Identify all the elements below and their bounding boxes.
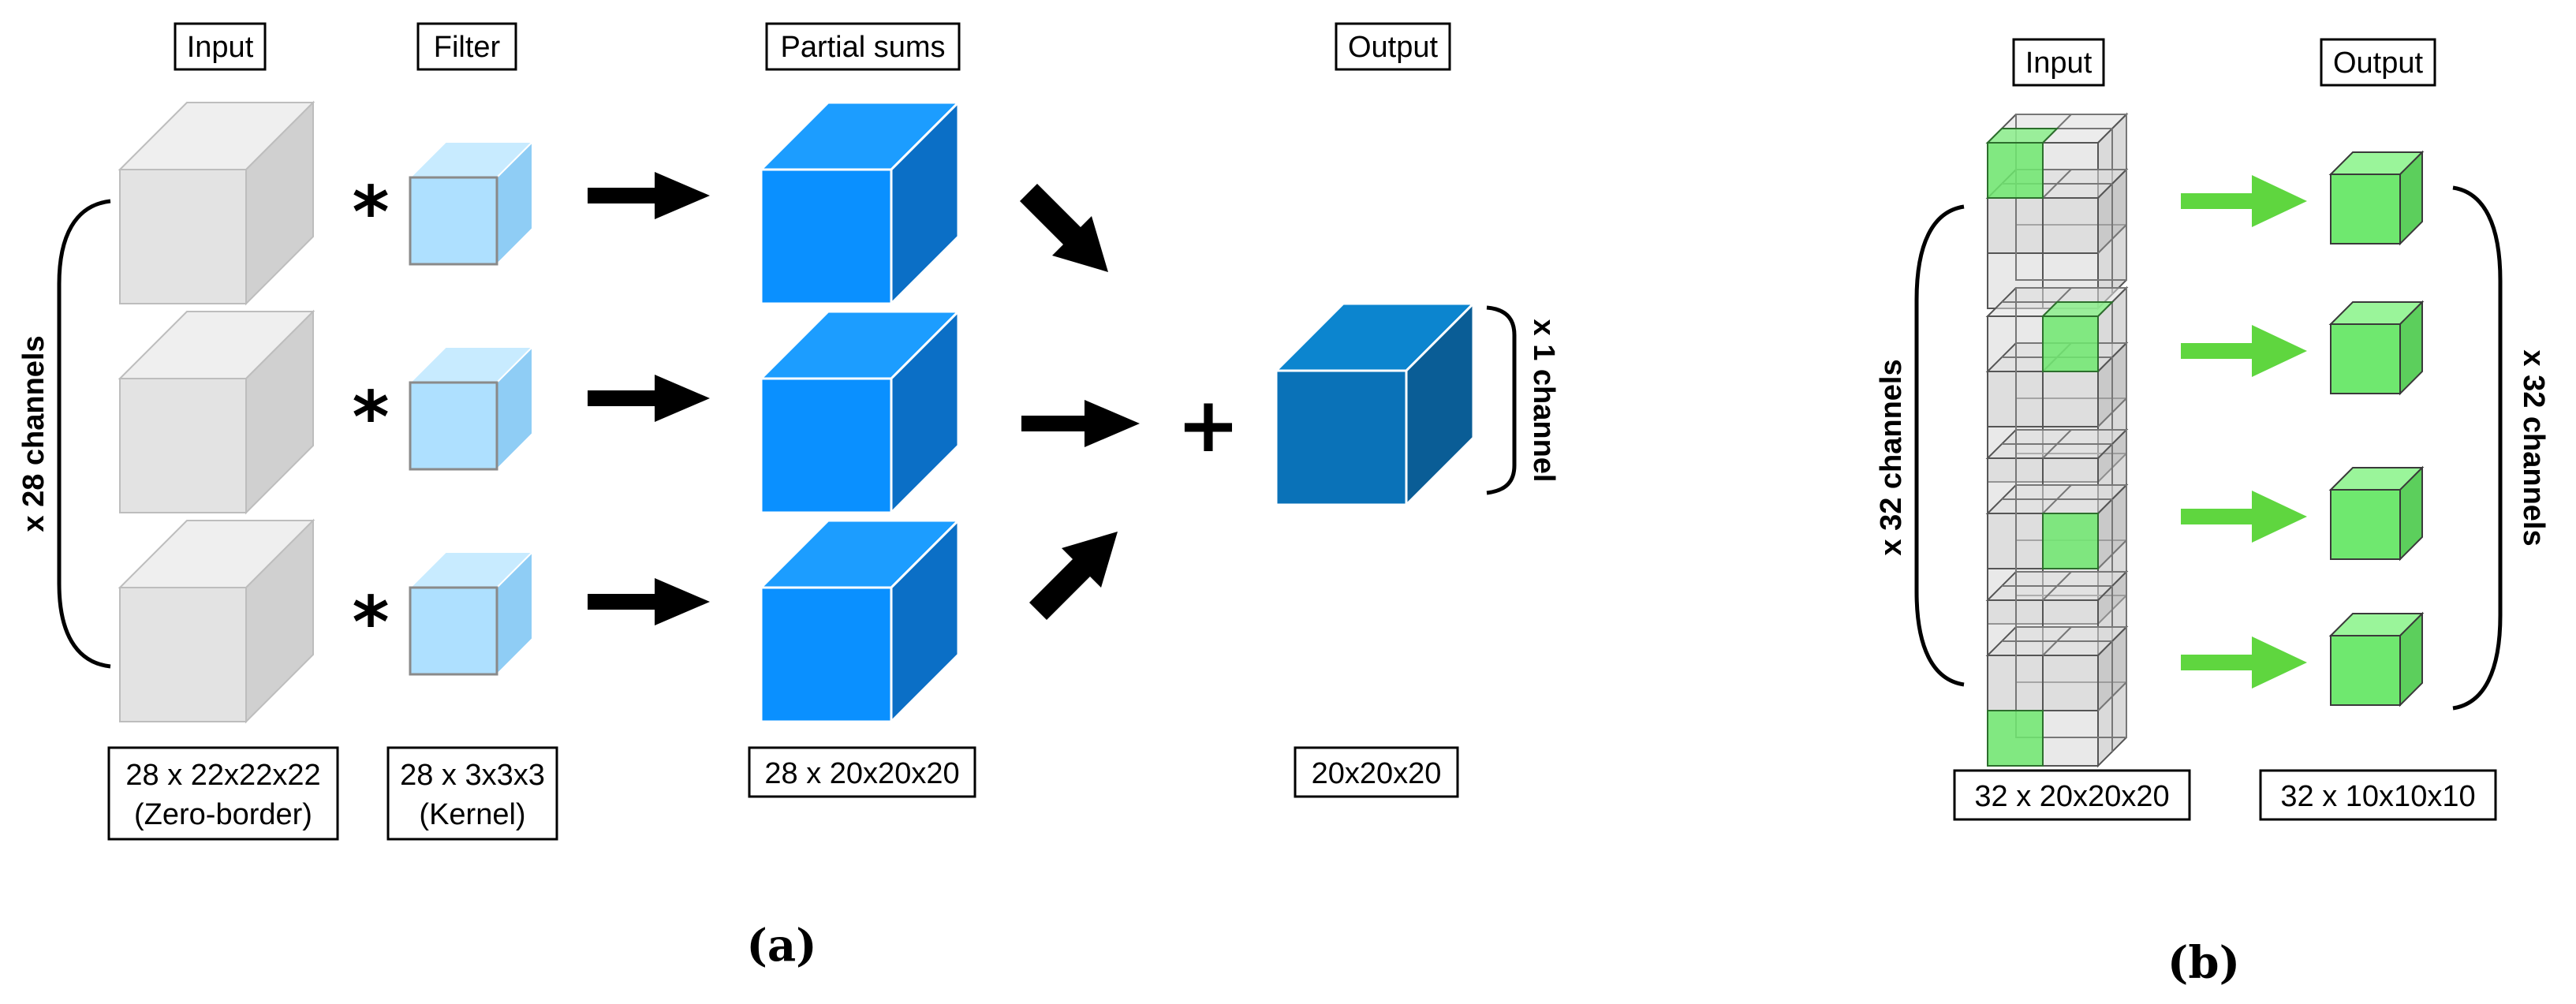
green-arrow xyxy=(2181,325,2307,377)
arrow-down-right xyxy=(1020,184,1108,272)
arrow-right xyxy=(588,172,710,219)
arrow-up-right xyxy=(1029,532,1118,620)
brace-right-b xyxy=(2452,185,2503,711)
label-partial-dims: 28 x 20x20x20 xyxy=(748,746,976,798)
label-x28-channels: x 28 channels xyxy=(17,335,50,532)
svg-text:32 x 10x10x10: 32 x 10x10x10 xyxy=(2280,780,2475,813)
svg-text:28 x 20x20x20: 28 x 20x20x20 xyxy=(764,757,959,790)
partial-sum-cube xyxy=(760,310,960,514)
svg-text:Output: Output xyxy=(1348,31,1439,64)
header-partial-sums: Partial sums xyxy=(765,22,961,71)
label-x32-channels-right: x 32 channels xyxy=(2517,349,2550,546)
input-block-4 xyxy=(1987,571,2127,767)
arrow-right xyxy=(588,375,710,422)
svg-text:Input: Input xyxy=(187,31,254,64)
green-arrow xyxy=(2181,636,2307,689)
brace-right-a xyxy=(1486,305,1517,495)
partial-sum-cube xyxy=(760,519,960,723)
header-output-a: Output xyxy=(1335,22,1451,71)
input-block-1 xyxy=(1985,114,2127,309)
input-cube xyxy=(119,102,314,304)
filter-cube xyxy=(409,140,534,266)
partial-sum-cube xyxy=(760,101,960,305)
input-block-3 xyxy=(1987,429,2127,625)
caption-a: (a) xyxy=(746,920,816,972)
svg-text:28 x 22x22x22: 28 x 22x22x22 xyxy=(125,759,320,792)
header-input-a: Input xyxy=(174,22,267,71)
svg-text:(Kernel): (Kernel) xyxy=(419,798,525,831)
green-arrow xyxy=(2181,491,2307,543)
output-cube-green xyxy=(2330,467,2423,560)
input-block-2 xyxy=(1987,287,2127,483)
svg-text:Partial sums: Partial sums xyxy=(780,31,945,64)
convolution-operator: * xyxy=(352,581,389,664)
label-x1-channel: x 1 channel xyxy=(1527,319,1560,483)
svg-text:28 x 3x3x3: 28 x 3x3x3 xyxy=(400,759,545,792)
arrow-right xyxy=(1021,400,1140,447)
output-cube-green xyxy=(2330,301,2423,394)
green-arrow xyxy=(2181,175,2307,227)
input-cube xyxy=(119,311,314,513)
svg-text:20x20x20: 20x20x20 xyxy=(1312,757,1442,790)
output-cube-green xyxy=(2330,613,2423,706)
brace-left-b xyxy=(1914,204,1965,687)
svg-text:Input: Input xyxy=(2025,47,2093,80)
label-input-dims: 28 x 22x22x22 (Zero-border) xyxy=(107,746,339,841)
filter-cube xyxy=(409,345,534,471)
filter-cube xyxy=(409,551,534,676)
label-output-dims-b: 32 x 10x10x10 xyxy=(2259,769,2497,821)
output-cube xyxy=(1273,300,1477,508)
output-cube-green xyxy=(2330,151,2423,244)
svg-text:Filter: Filter xyxy=(434,31,501,64)
svg-text:(Zero-border): (Zero-border) xyxy=(134,798,312,831)
svg-text:Output: Output xyxy=(2333,47,2424,80)
convolution-operator: * xyxy=(352,171,389,254)
header-filter-a: Filter xyxy=(416,22,517,71)
label-input-dims-b: 32 x 20x20x20 xyxy=(1953,769,2191,821)
input-cube xyxy=(119,520,314,722)
caption-b: (b) xyxy=(2167,937,2240,989)
label-filter-dims: 28 x 3x3x3 (Kernel) xyxy=(386,746,558,841)
header-input-b: Input xyxy=(2012,38,2105,87)
convolution-operator: * xyxy=(352,376,389,459)
label-x32-channels-left: x 32 channels xyxy=(1875,359,1908,555)
arrow-right xyxy=(588,578,710,625)
svg-text:32 x 20x20x20: 32 x 20x20x20 xyxy=(1974,780,2169,813)
sum-operator: + xyxy=(1177,381,1240,469)
label-output-dims: 20x20x20 xyxy=(1294,746,1459,798)
brace-left-a xyxy=(57,199,111,669)
header-output-b: Output xyxy=(2320,38,2436,87)
